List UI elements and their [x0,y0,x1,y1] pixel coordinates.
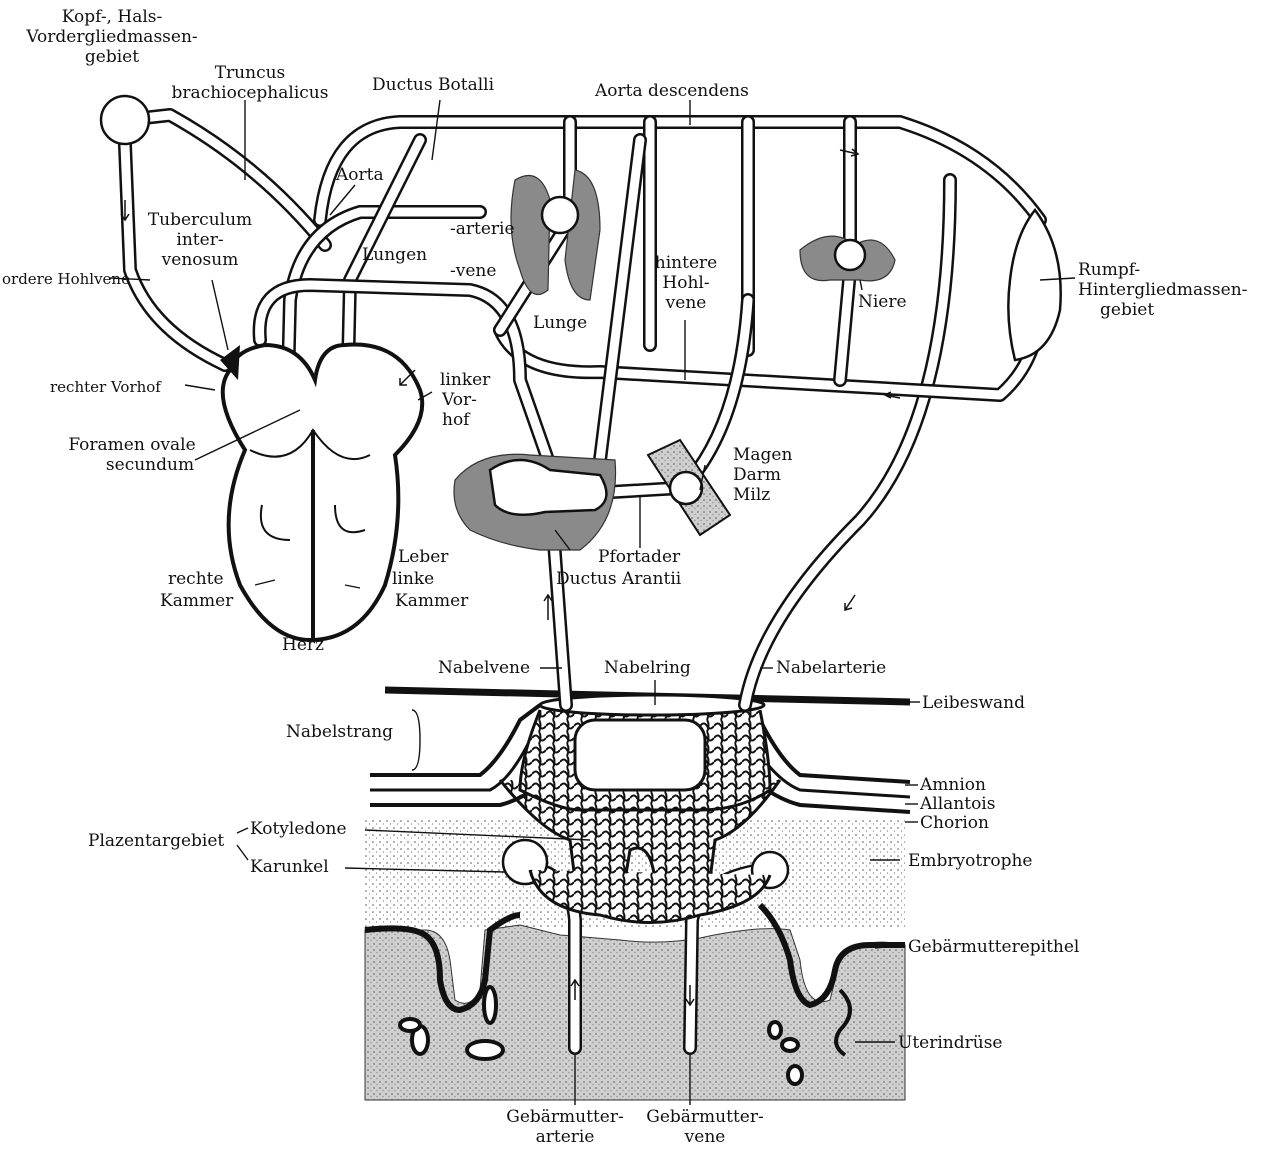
label-herz: Herz [282,635,324,655]
lung-capillary-bed [542,197,578,233]
trunk-capillary-bed [1008,210,1060,360]
label-kotyledone: Kotyledone [250,819,347,839]
heart-outline [223,345,422,640]
label-gebaermutterepithel: Gebärmutterepithel [908,937,1079,957]
label-vordere-hohlvene: ordere Hohlvene [2,270,130,288]
gut-capillary-bed [670,472,702,504]
label-pfortader: Pfortader [598,547,681,567]
label-nabelring: Nabelring [604,658,691,678]
label-gm-arterie: Gebärmutter-arterie [506,1107,623,1147]
label-lunge: Lunge [533,313,587,333]
uterine-tissue [365,925,905,1100]
label-lungen: Lungen [362,245,427,265]
label-leibeswand: Leibeswand [922,693,1025,713]
label-allantois: Allantois [919,794,995,814]
label-leber: Leber [398,547,449,567]
label-rechter-vorhof: rechter Vorhof [50,378,162,396]
lung-left [511,176,550,295]
kidney-capillary-bed [835,240,865,270]
heart [220,345,422,640]
uterus-region [365,780,905,1100]
label-ductus-arantii: Ductus Arantii [556,569,682,589]
label-kopf: Kopf-, Hals-Vordergliedmassen-gebiet [25,7,197,67]
label-lungen-vene: -vene [450,261,496,281]
fetal-membranes [370,690,910,812]
label-plazentargebiet: Plazentargebiet [88,831,224,851]
label-karunkel: Karunkel [250,857,329,877]
label-lungen-arterie: -arterie [450,219,515,239]
label-aorta: Aorta [335,165,384,185]
label-nabelstrang: Nabelstrang [286,722,393,742]
label-amnion: Amnion [919,775,986,795]
label-uterindruese: Uterindrüse [898,1033,1002,1053]
head-capillary-bed [101,96,149,144]
label-rumpf: Rumpf-Hintergliedmassen-gebiet [1078,260,1247,320]
label-nabelarterie: Nabelarterie [776,658,886,678]
label-embryotrophe: Embryotrophe [908,851,1032,871]
label-chorion: Chorion [920,813,989,833]
label-gm-vene: Gebärmutter-vene [646,1107,763,1147]
label-ductus-botalli: Ductus Botalli [372,75,495,95]
label-niere: Niere [858,292,907,312]
label-nabelvene: Nabelvene [438,658,530,678]
label-aorta-descendens: Aorta descendens [594,81,749,101]
